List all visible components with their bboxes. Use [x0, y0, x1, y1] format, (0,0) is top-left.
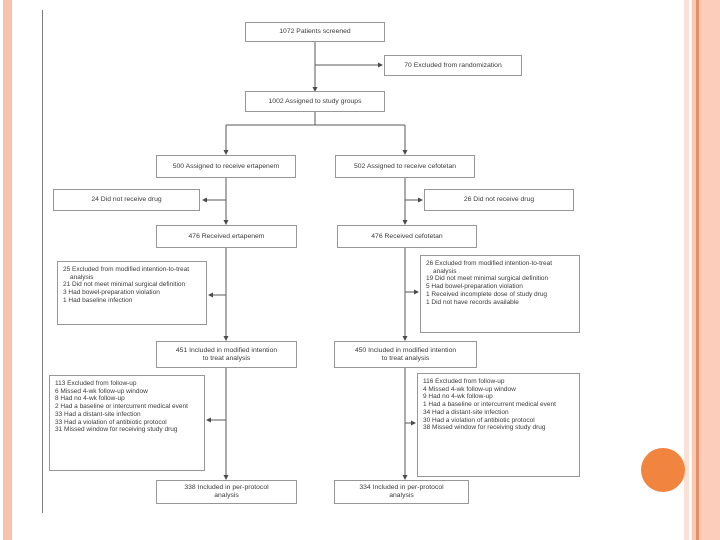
box-left-not-received-text: 24 Did not receive drug [91, 196, 162, 203]
flow-list-item: 1 Received incomplete dose of study drug [426, 290, 548, 298]
flow-list-item: 9 Had no 4-wk follow-up [423, 393, 493, 401]
flow-list-item: 25 Excluded from modified intention-to-t… [63, 266, 190, 281]
flow-list-item: 4 Missed 4-wk follow-up window [423, 385, 516, 393]
flow-list-item: 1 Had a baseline or intercurrent medical… [423, 401, 556, 409]
box-right-per-protocol-text: 334 Included in per-protocol analysis [359, 484, 444, 499]
flow-list-item: 19 Did not meet minimal surgical definit… [426, 275, 549, 283]
box-right-mitt-included: 450 Included in modified intention to tr… [334, 341, 477, 368]
flow-list-item: 21 Did not meet minimal surgical definit… [63, 281, 186, 289]
flow-list-item: 38 Missed window for receiving study dru… [423, 424, 546, 432]
flow-list-item: 2 Had a baseline or intercurrent medical… [55, 403, 188, 411]
box-left-mitt-included-text: 451 Included in modified intention to tr… [175, 346, 278, 362]
flow-list-item: 8 Had no 4-wk follow-up [55, 395, 125, 403]
box-right-mitt-included-text: 450 Included in modified intention to tr… [354, 346, 457, 362]
flow-list-item: 33 Had a distant-site infection [55, 410, 141, 418]
box-right-not-received: 26 Did not receive drug [424, 189, 574, 211]
flow-list-item: 3 Had bowel-preparation violation [63, 289, 160, 297]
flow-list-item: 116 Excluded from follow-up [423, 378, 505, 385]
box-right-not-received-text: 26 Did not receive drug [463, 196, 535, 203]
box-left-mitt-exclusions: 25 Excluded from modified intention-to-t… [57, 261, 207, 325]
box-left-per-protocol-text: 338 Included in per-protocol analysis [184, 484, 269, 499]
right-border-stripe-light [701, 0, 720, 540]
box-left-received-text: 476 Received ertapenem [188, 232, 265, 240]
orange-decoration-circle [641, 448, 685, 492]
right-border-stripe-thin [684, 0, 689, 540]
box-assigned-groups-text: 1002 Assigned to study groups [268, 97, 362, 105]
flow-list-item: 6 Missed 4-wk follow-up window [55, 387, 148, 395]
box-excluded-randomization-text: 70 Excluded from randomization [404, 61, 502, 69]
flow-list-item: 113 Excluded from follow-up [55, 380, 137, 387]
box-right-assigned: 502 Assigned to receive cefotetan [335, 155, 475, 178]
right-border-stripe-dark-line [696, 0, 699, 540]
box-patients-screened-text: 1072 Patients screened [279, 28, 351, 35]
box-right-received: 476 Received cefotetan [337, 225, 477, 248]
box-patients-screened: 1072 Patients screened [245, 22, 385, 42]
box-left-per-protocol: 338 Included in per-protocol analysis [156, 480, 297, 504]
box-right-assigned-text: 502 Assigned to receive cefotetan [353, 162, 457, 170]
flow-list-item: 31 Missed window for receiving study dru… [55, 426, 178, 434]
box-right-received-text: 476 Received cefotetan [371, 232, 443, 240]
left-border-stripe [3, 0, 12, 540]
flow-list-item: 26 Excluded from modified intention-to-t… [426, 260, 553, 275]
flow-list-item: 34 Had a distant-site infection [423, 408, 509, 416]
box-left-not-received: 24 Did not receive drug [53, 189, 200, 211]
flow-list-item: 1 Had baseline infection [63, 296, 133, 304]
flow-list-item: 30 Had a violation of antibiotic protoco… [423, 416, 535, 424]
flow-list-item: 33 Had a violation of antibiotic protoco… [55, 418, 167, 426]
flow-list-item: 5 Had bowel-preparation violation [426, 283, 523, 291]
box-left-mitt-included: 451 Included in modified intention to tr… [156, 341, 297, 368]
box-left-assigned-text: 500 Assigned to receive ertapenem [172, 162, 280, 170]
box-left-assigned: 500 Assigned to receive ertapenem [156, 155, 296, 178]
box-assigned-groups: 1002 Assigned to study groups [245, 91, 385, 112]
box-left-received: 476 Received ertapenem [156, 225, 297, 248]
box-excluded-randomization: 70 Excluded from randomization [384, 55, 522, 76]
box-right-per-protocol: 334 Included in per-protocol analysis [334, 480, 469, 504]
box-right-mitt-exclusions: 26 Excluded from modified intention-to-t… [420, 255, 580, 333]
flow-list-item: 1 Did not have records available [426, 298, 519, 306]
